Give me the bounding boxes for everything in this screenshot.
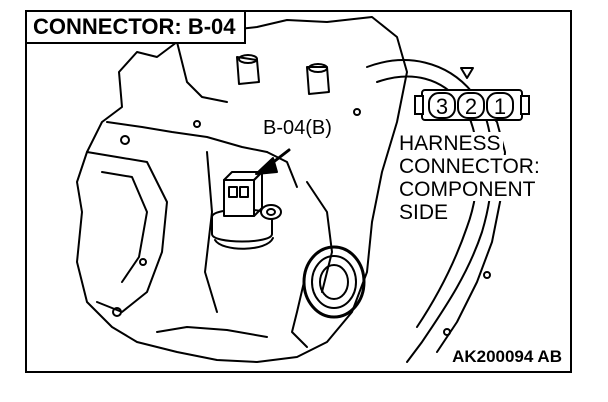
- pin-number: 3: [436, 94, 448, 119]
- pin-number: 2: [465, 94, 477, 119]
- transmission-illustration: 3 2 1: [76, 16, 530, 363]
- harness-label-line: SIDE: [397, 201, 451, 224]
- harness-label-line: HARNESS: [397, 132, 503, 155]
- pin-number: 1: [494, 94, 506, 119]
- diagram-title: CONNECTOR: B-04: [27, 12, 246, 44]
- harness-connector-face: [414, 89, 530, 121]
- figure-code: AK200094 AB: [450, 347, 564, 367]
- diagram-frame: 3 2 1 CONNECTOR: B-04 B-04(B) HARNESS CO…: [25, 10, 572, 373]
- harness-label-line: CONNECTOR:: [397, 155, 542, 178]
- harness-label-line: COMPONENT: [397, 178, 538, 201]
- connector-callout-label: B-04(B): [261, 117, 334, 140]
